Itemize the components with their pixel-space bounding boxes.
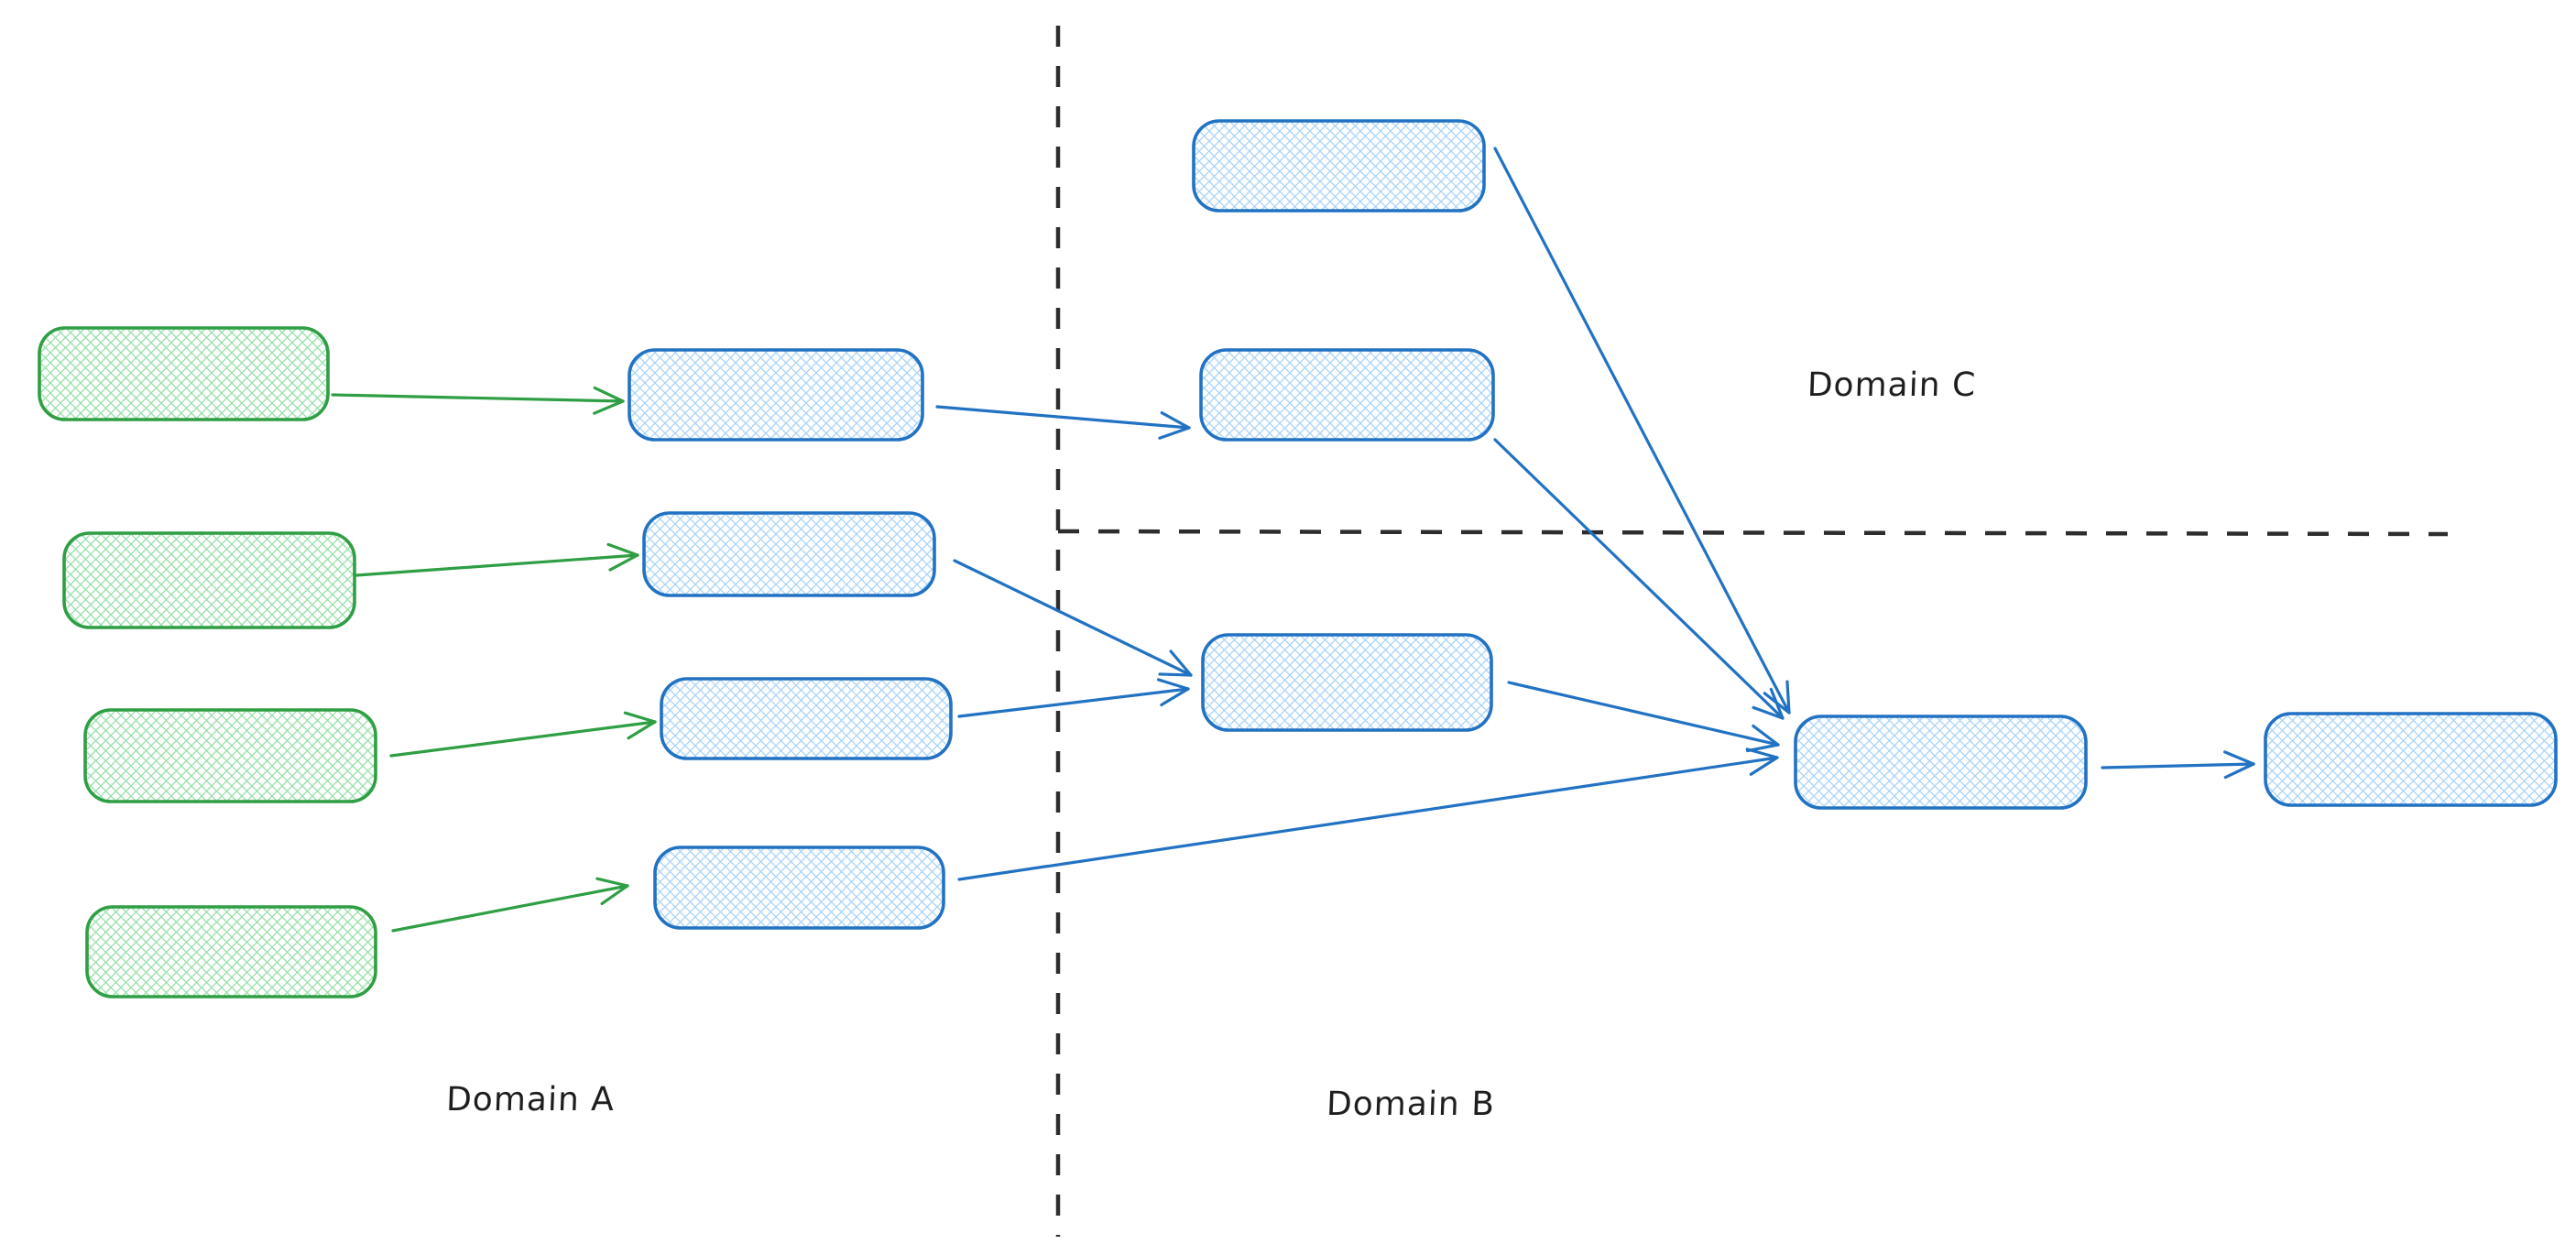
collector-box bbox=[1794, 715, 2088, 810]
arrow-domainc-collector bbox=[1493, 147, 1791, 715]
green-box-3 bbox=[83, 708, 377, 803]
arrow-blue3-merge bbox=[957, 678, 1190, 718]
domain-b-merge-box bbox=[1201, 633, 1493, 732]
node-layer bbox=[38, 119, 2558, 999]
arrow-merge-collector bbox=[1507, 681, 1780, 753]
arrow-green1-blue1 bbox=[331, 386, 625, 415]
domain-b-label: Domain B bbox=[1326, 1086, 1496, 1123]
blue-box-4 bbox=[653, 846, 945, 930]
domain-c-source-box bbox=[1192, 119, 1486, 213]
arrow-upper-collector bbox=[1493, 438, 1785, 720]
arrow-green3-blue3 bbox=[389, 711, 657, 758]
green-box-2 bbox=[62, 531, 356, 629]
domain-a-label: Domain A bbox=[445, 1081, 616, 1119]
arrow-layer bbox=[331, 147, 2255, 933]
green-box-4 bbox=[85, 905, 377, 999]
horizontal-partition-line bbox=[1057, 529, 2449, 537]
blue-box-3 bbox=[660, 677, 953, 760]
domain-b-upper-box bbox=[1199, 348, 1495, 442]
arrow-blue1-upper bbox=[935, 405, 1191, 440]
blue-box-2 bbox=[642, 511, 936, 597]
arrow-collector-output bbox=[2101, 750, 2255, 780]
arrow-green2-blue2 bbox=[355, 542, 639, 577]
domain-c-label: Domain C bbox=[1806, 366, 1977, 404]
blue-box-1 bbox=[628, 348, 924, 442]
green-box-1 bbox=[38, 326, 330, 421]
arrow-blue2-merge bbox=[953, 559, 1193, 677]
arrow-green4-blue4 bbox=[391, 877, 629, 933]
arrow-blue4-collector bbox=[957, 748, 1779, 881]
partition-layer bbox=[1055, 26, 2449, 1237]
output-box bbox=[2264, 712, 2558, 807]
